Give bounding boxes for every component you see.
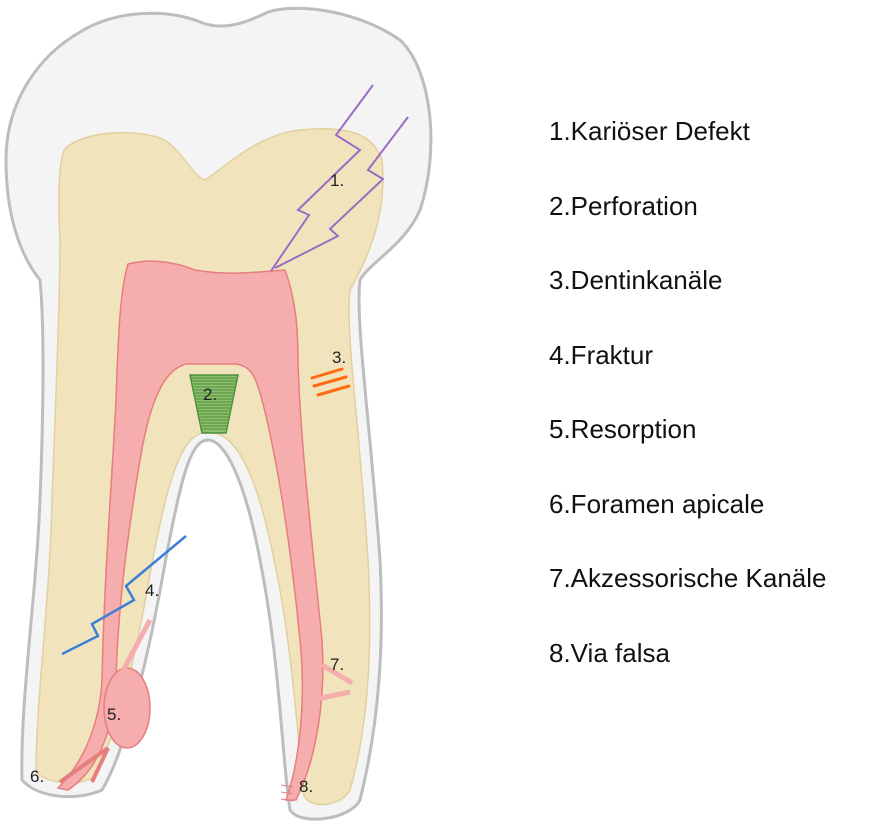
marker-3: 3. bbox=[332, 348, 346, 367]
legend-item: 6.Foramen apicale bbox=[549, 481, 826, 556]
marker-5: 5. bbox=[107, 705, 121, 724]
legend-item: 4.Fraktur bbox=[549, 332, 826, 407]
legend-item: 7.Akzessorische Kanäle bbox=[549, 555, 826, 630]
marker-8: 8. bbox=[299, 777, 313, 796]
marker-7: 7. bbox=[330, 655, 344, 674]
legend-item: 8.Via falsa bbox=[549, 630, 826, 705]
legend-item: 2.Perforation bbox=[549, 183, 826, 258]
marker-2: 2. bbox=[203, 385, 217, 404]
marker-1: 1. bbox=[330, 171, 344, 190]
legend: 1.Kariöser Defekt 2.Perforation 3.Dentin… bbox=[549, 108, 826, 704]
legend-item: 5.Resorption bbox=[549, 406, 826, 481]
marker-4: 4. bbox=[145, 581, 159, 600]
tooth-diagram: 1. 2. 3. 4. 5. 6. 7. 8. bbox=[0, 0, 540, 829]
legend-item: 3.Dentinkanäle bbox=[549, 257, 826, 332]
legend-item: 1.Kariöser Defekt bbox=[549, 108, 826, 183]
marker-6: 6. bbox=[30, 767, 44, 786]
